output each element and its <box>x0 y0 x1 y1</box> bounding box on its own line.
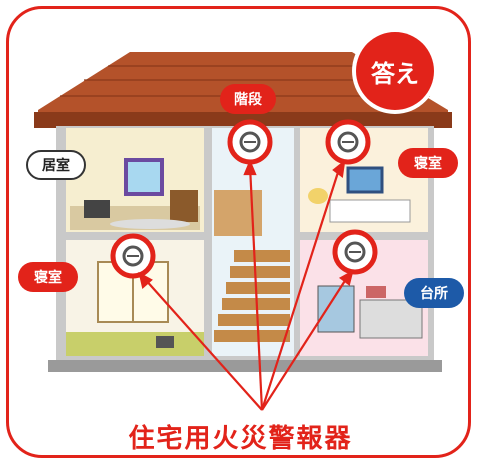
label-kitchen: 台所 <box>404 278 464 308</box>
smoke-detector-bedroom-upper <box>325 119 371 165</box>
smoke-detector-stairs <box>227 119 273 165</box>
answer-badge: 答え <box>356 32 434 110</box>
pointer-arrows <box>138 159 354 411</box>
label-living-room: 居室 <box>26 150 86 180</box>
label-stairs: 階段 <box>220 84 276 114</box>
smoke-detector-kitchen <box>332 229 378 275</box>
room-living <box>66 128 204 232</box>
label-bedroom-upper: 寝室 <box>398 148 458 178</box>
label-bedroom-lower: 寝室 <box>18 262 78 292</box>
smoke-detector-bedroom-lower <box>110 233 156 279</box>
caption-smoke-alarm: 住宅用火災警報器 <box>128 424 353 454</box>
